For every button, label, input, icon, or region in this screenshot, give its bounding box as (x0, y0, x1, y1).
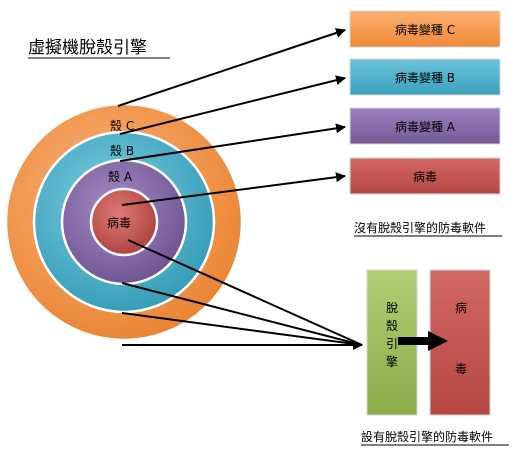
ring-label-shell-a: 殼 A (108, 170, 133, 184)
line-shell-b-to-engine (121, 312, 363, 346)
engine-to-virus-arrow (398, 331, 448, 351)
virus-char-1: 病 (455, 300, 467, 315)
arrows-to-engine (121, 239, 363, 350)
engine-char-2: 殼 (386, 319, 398, 333)
caption-without-engine: 沒有脫殼引擎的防毒軟件 (354, 220, 486, 235)
arrow-shell-b-to-variant-b (119, 75, 346, 135)
engine-char-1: 脫 (386, 300, 398, 315)
variant-box-a-label: 病毒變種 A (395, 119, 456, 134)
variant-box-c: 病毒變種 C (349, 10, 501, 48)
ring-label-shell-b: 殼 B (110, 144, 134, 158)
virus-box-label: 病毒 (413, 169, 437, 184)
variant-box-c-label: 病毒變種 C (395, 22, 455, 37)
engine-char-3: 引 (386, 337, 398, 351)
arrow-shell-a-to-variant-a (119, 123, 346, 162)
engine-char-4: 擎 (386, 354, 398, 369)
line-core-to-engine (127, 239, 363, 346)
ring-virus-core (89, 187, 159, 257)
arrow-shell-c-to-variant-c (117, 28, 346, 107)
shell-rings (4, 102, 244, 342)
virus-box: 病毒 (349, 157, 501, 195)
caption-with-engine: 設有脫殼引擎的防毒軟件 (361, 429, 493, 444)
virus-char-2: 毒 (455, 362, 467, 376)
variant-box-b: 病毒變種 B (349, 58, 501, 96)
arrows-to-boxes (117, 28, 346, 206)
ring-label-virus: 病毒 (107, 215, 131, 230)
variant-box-a: 病毒變種 A (349, 107, 501, 145)
arrow-core-to-virus (121, 172, 346, 206)
line-shell-a-to-engine (121, 282, 363, 346)
diagram-title: 虛擬機脫殼引擎 (28, 38, 147, 58)
ring-label-shell-c: 殼 C (110, 119, 134, 133)
variant-box-b-label: 病毒變種 B (395, 70, 455, 85)
